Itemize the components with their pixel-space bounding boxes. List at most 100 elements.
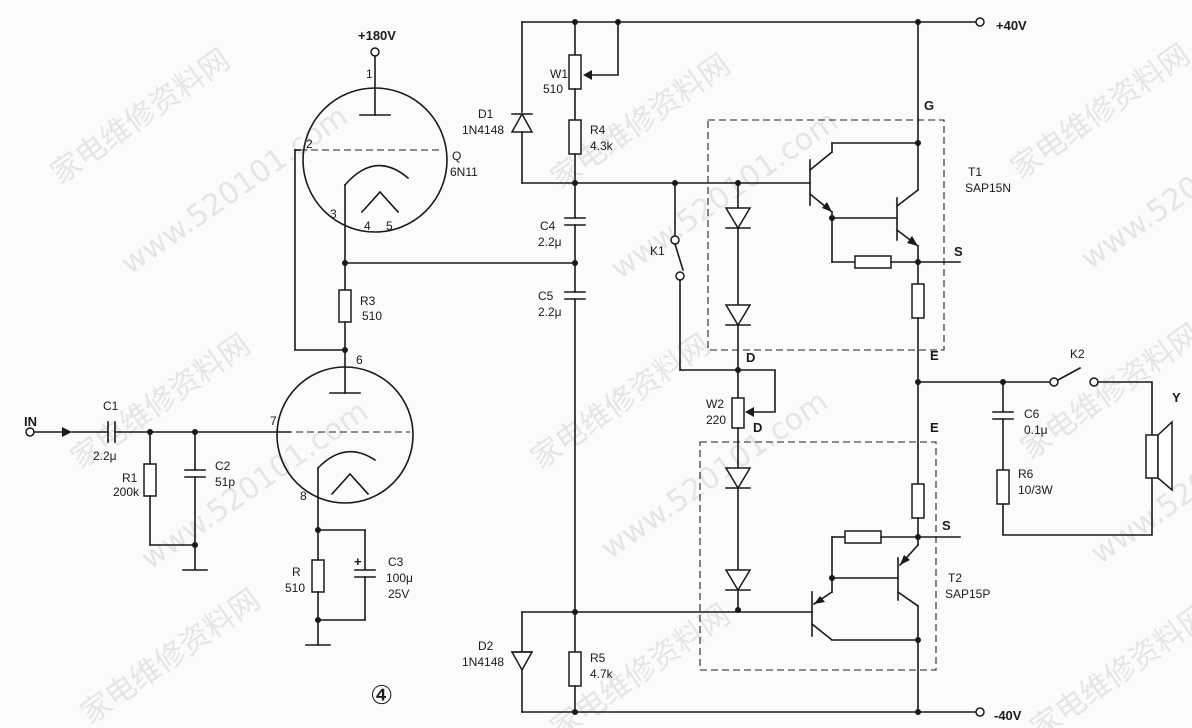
r1-label: R1: [122, 471, 138, 485]
watermark-url: www.520101.com: [135, 394, 375, 577]
input-label: IN: [24, 414, 37, 429]
diode-bias-3: [724, 467, 752, 490]
r4-label: R4: [590, 123, 606, 137]
r6-value: 10/3W: [1018, 483, 1053, 497]
r-label: R: [292, 565, 301, 579]
r4-value: 4.3k: [590, 139, 614, 153]
c4-label: C4: [540, 219, 556, 233]
node-s-bottom: S: [942, 518, 951, 533]
c2-value: 51p: [215, 475, 235, 489]
tube-envelope-lower: [276, 366, 414, 504]
resistor-r5: [568, 651, 582, 687]
c5-label: C5: [538, 289, 554, 303]
diode-bias-4: [724, 569, 752, 592]
watermark-text: 家电维修资料网: [45, 42, 237, 191]
resistor-r1: [143, 463, 157, 497]
w2-value: 220: [706, 413, 726, 427]
c3-value: 100μ: [386, 571, 413, 585]
switch-k2[interactable]: [1056, 366, 1082, 382]
output-network: K2 C6 0.1μ R6 10/3W Y: [917, 347, 1181, 536]
input-terminal[interactable]: [25, 427, 35, 437]
c1-label: C1: [103, 399, 119, 413]
switch-k1[interactable]: [674, 243, 684, 271]
output-stage: T1 SAP15N G S E E T2 SAP15P: [699, 21, 1011, 713]
cathode-upper: [343, 164, 410, 187]
w2-label: W2: [706, 397, 724, 411]
t2-value: SAP15P: [945, 587, 990, 601]
watermark-text: 家电维修资料网: [1005, 37, 1192, 186]
d1-value: 1N4148: [462, 123, 504, 137]
tube-designator: Q: [452, 149, 461, 163]
t1-module-outline: [707, 119, 945, 351]
tube-type: 6N11: [450, 165, 478, 179]
tube-q: +180V 1 2 3 4 5 Q 6N11 R3 510 6 7: [270, 28, 576, 646]
c3-label: C3: [388, 555, 404, 569]
d1-label: D1: [478, 107, 494, 121]
t1-value: SAP15N: [965, 181, 1011, 195]
diode-d1: [510, 112, 534, 133]
pin2-label: 2: [306, 137, 313, 151]
watermark-text: 家电维修资料网: [1025, 597, 1192, 728]
diode-bias-1: [724, 207, 752, 230]
cathode-lower: [316, 450, 377, 470]
resistor-t1-internal: [854, 255, 892, 269]
t1-label: T1: [968, 165, 982, 179]
resistor-r3: [338, 289, 352, 323]
r3-value: 510: [362, 309, 382, 323]
pin3-label: 3: [330, 207, 337, 221]
pin7-label: 7: [270, 414, 277, 428]
pin6-label: 6: [356, 353, 363, 367]
c1-value: 2.2μ: [93, 449, 117, 463]
r3-label: R3: [360, 294, 376, 308]
pin8-label: 8: [300, 489, 307, 503]
k1-contact-top[interactable]: [670, 235, 680, 245]
pin1-label: 1: [366, 67, 373, 81]
r1-value: 200k: [113, 485, 140, 499]
resistor-r: [311, 559, 325, 593]
watermark-text: 家电维修资料网: [525, 327, 717, 476]
node-e-bottom: E: [930, 420, 939, 435]
k1-contact-bottom[interactable]: [675, 271, 685, 281]
potentiometer-w2: [731, 397, 745, 429]
heater-lower: [330, 472, 370, 496]
k2-contact-right[interactable]: [1089, 377, 1099, 387]
node-e-top: E: [930, 348, 939, 363]
node-d-top: D: [746, 350, 755, 365]
potentiometer-w1: [568, 54, 582, 90]
w1-label: W1: [550, 67, 568, 81]
resistor-t1-emitter: [911, 283, 925, 319]
node-d-bottom: D: [753, 420, 762, 435]
c3-rating: 25V: [388, 587, 409, 601]
node-s-top: S: [954, 244, 963, 259]
heater-upper: [360, 190, 400, 214]
resistor-t2-internal: [844, 530, 882, 544]
pin4-label: 4: [364, 219, 371, 233]
d2-label: D2: [478, 639, 494, 653]
plus40v-terminal[interactable]: [975, 17, 985, 27]
pin5-label: 5: [386, 219, 393, 233]
plus180v-terminal[interactable]: [370, 47, 380, 57]
tube-envelope-upper: [302, 87, 448, 233]
plus180v-label: +180V: [358, 28, 396, 43]
speaker-icon: [1145, 434, 1159, 479]
diode-d2: [510, 651, 534, 672]
t2-module-outline: [699, 441, 937, 671]
diode-bias-2: [724, 304, 752, 327]
w1-value: 510: [543, 82, 563, 96]
r-value: 510: [285, 581, 305, 595]
k2-label: K2: [1070, 347, 1085, 361]
node-g: G: [924, 98, 934, 113]
minus40v-terminal[interactable]: [975, 707, 985, 717]
input-arrow-icon: [62, 427, 72, 437]
t2-label: T2: [948, 571, 962, 585]
watermark-text: 家电维修资料网: [75, 582, 267, 728]
k2-contact-left[interactable]: [1049, 377, 1059, 387]
svg-text:+: +: [354, 554, 362, 569]
resistor-r6: [996, 469, 1010, 505]
c2-label: C2: [215, 459, 231, 473]
r5-label: R5: [590, 651, 606, 665]
speaker-label: Y: [1172, 390, 1181, 405]
r6-label: R6: [1018, 467, 1034, 481]
